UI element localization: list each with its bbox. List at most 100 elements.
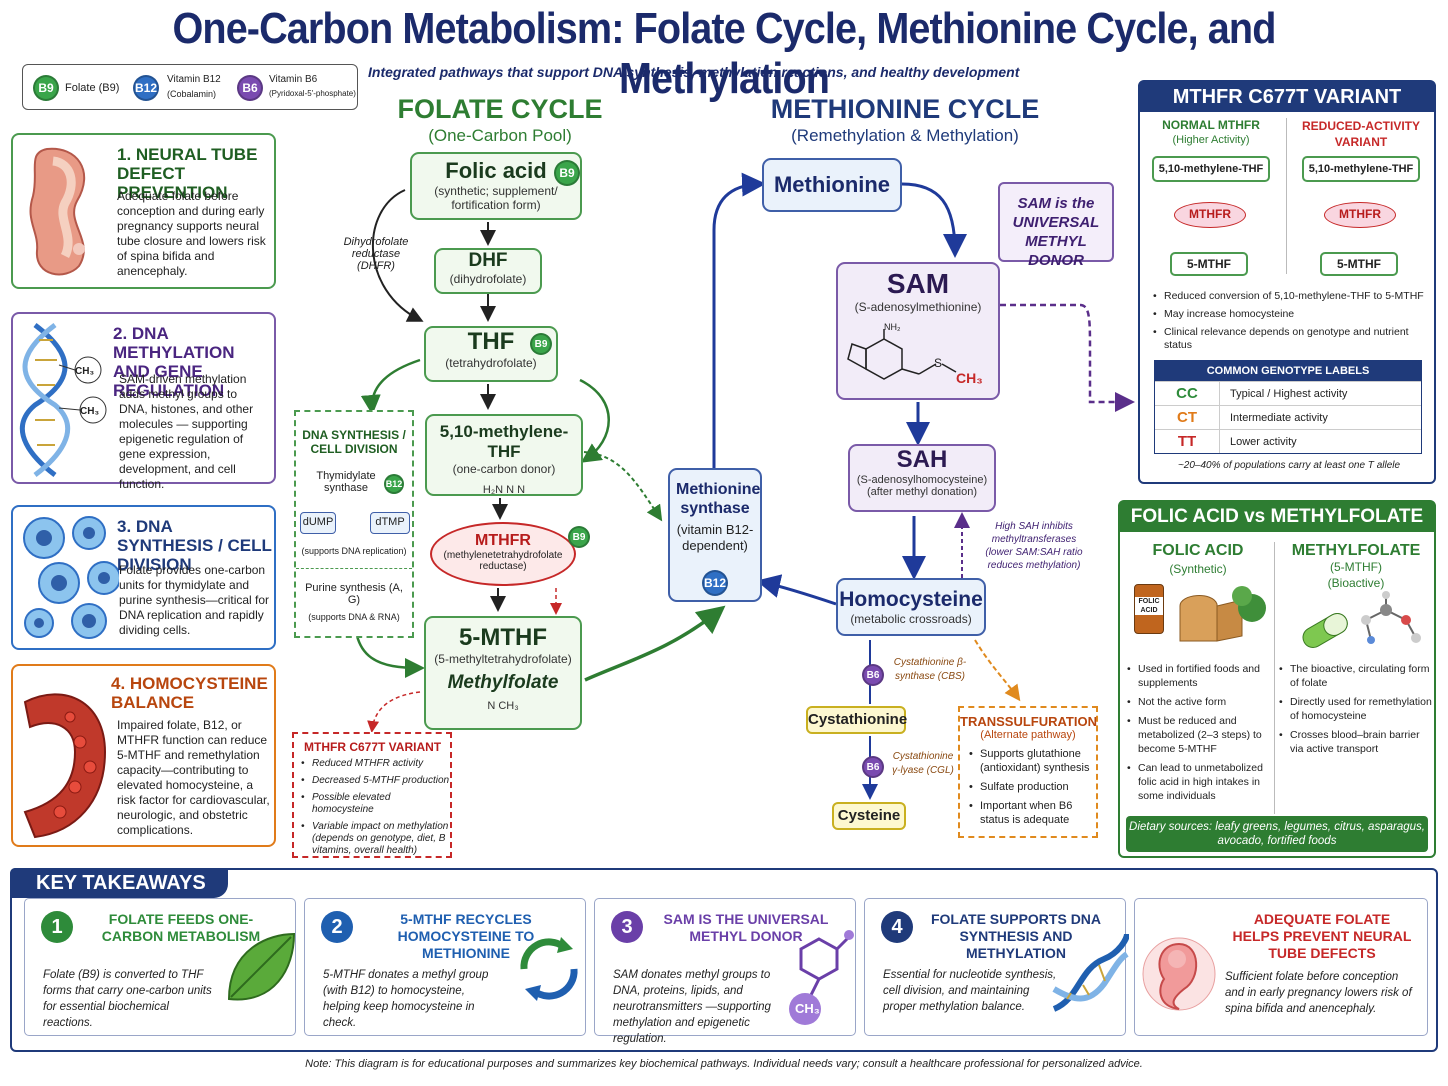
b9-badge: B9: [554, 160, 580, 186]
panel-title: 1. NEURAL TUBE DEFECT PREVENTION: [117, 145, 258, 202]
ch3-label: CH₃: [80, 406, 100, 417]
ch3-label: CH₃: [956, 370, 983, 386]
genotype-label: Lower activity: [1219, 430, 1421, 453]
enzyme-label: Thymidylate synthase: [316, 470, 376, 494]
node-mthfr[interactable]: MTHFR (methylenetetrahydrofolate reducta…: [430, 522, 576, 586]
takeaway-number: 3: [611, 911, 643, 943]
legend-sub-b12: (Cobalamin): [167, 89, 217, 99]
node-dhf[interactable]: DHF (dihydrofolate): [434, 248, 542, 294]
embryo-icon: [1142, 937, 1216, 1011]
legend-label-b12: Vitamin B12: [167, 74, 221, 85]
node-methionine[interactable]: Methionine: [762, 158, 902, 212]
node-cysteine[interactable]: Cysteine: [832, 802, 906, 830]
bread-icon: [1179, 586, 1266, 642]
list-item: Used in fortified foods and supplements: [1126, 662, 1270, 690]
vitamin-legend: B9 Folate (B9) B12 Vitamin B12 (Cobalami…: [22, 64, 358, 110]
panel-text: Folate provides one-carbon units for thy…: [119, 563, 270, 637]
panel-header: FOLIC ACID vs METHYLFOLATE: [1120, 502, 1434, 532]
takeaway-title: ADEQUATE FOLATE HELPS PREVENT NEURAL TUB…: [1232, 911, 1412, 961]
node-methylene-thf[interactable]: 5,10-methylene-THF (one-carbon donor) H₂…: [425, 414, 583, 496]
genotype-title: COMMON GENOTYPE LABELS: [1155, 361, 1421, 381]
box-title: DNA SYNTHESIS / CELL DIVISION: [302, 428, 406, 456]
list-item: Reduced MTHFR activity: [300, 758, 450, 770]
b9-badge: B9: [530, 333, 552, 355]
node-homocysteine[interactable]: Homocysteine (metabolic crossroads): [836, 578, 986, 636]
takeaway-text: 5-MTHF donates a methyl group (with B12)…: [323, 969, 489, 1029]
b6-badge: B6: [237, 75, 263, 101]
b6-badge: B6: [862, 756, 884, 778]
leaf-icon: [227, 932, 296, 1001]
panel-title: 4. HOMOCYSTEINE BALANCE: [111, 674, 268, 712]
takeaway-card: ADEQUATE FOLATE HELPS PREVENT NEURAL TUB…: [1134, 898, 1428, 1036]
node-desc: (metabolic crossroads): [850, 612, 972, 626]
blood-vessel-icon: [23, 693, 107, 839]
panel-homocysteine: 4. HOMOCYSTEINE BALANCE Impaired folate,…: [11, 664, 276, 847]
mthfr-variant-panel: MTHFR C677T VARIANT NORMAL MTHFR (Higher…: [1138, 80, 1436, 484]
genotype-label: Typical / Highest activity: [1219, 382, 1421, 405]
b9-badge: B9: [568, 526, 590, 548]
folic-vs-methylfolate-panel: FOLIC ACID vs METHYLFOLATE FOLIC ACID (S…: [1118, 500, 1436, 858]
node-folic-acid[interactable]: Folic acid (synthetic; supplement/ forti…: [410, 152, 582, 220]
node-name: MTHFR: [475, 532, 531, 549]
legend-label-b6: Vitamin B6: [269, 74, 318, 85]
panel-text: Adequate folate before conception and du…: [117, 189, 266, 278]
list-item: Possible elevated homocysteine: [300, 792, 450, 816]
node-sah[interactable]: SAH (S-adenosylhomocysteine) (after meth…: [848, 444, 996, 512]
panel-dna-methylation: CH₃ CH₃ 2. DNA METHYLATION AND GENE REGU…: [11, 312, 276, 491]
node-cystathionine[interactable]: Cystathionine: [806, 706, 907, 734]
dna-synthesis-box: DNA SYNTHESIS / CELL DIVISION Thymidylat…: [294, 410, 414, 638]
node-desc: (S-adenosylhomocysteine): [856, 474, 988, 486]
takeaway-text: Essential for nucleotide synthesis, cell…: [883, 969, 1057, 1013]
node-name: Homocysteine: [839, 588, 983, 611]
node-name: THF: [467, 328, 515, 355]
legend-label-folate: Folate (B9): [65, 82, 120, 94]
takeaway-title: SAM IS THE UNIVERSAL METHYL DONOR: [663, 911, 829, 944]
takeaways-title: KEY TAKEAWAYS: [10, 868, 228, 898]
list-item: Crosses blood–brain barrier via active t…: [1278, 728, 1432, 756]
genotype-row: CT Intermediate activity: [1155, 405, 1421, 429]
genotype-label: Intermediate activity: [1219, 406, 1421, 429]
capsule-icon: [1302, 613, 1348, 648]
cells-icon: [23, 516, 119, 639]
node-thf[interactable]: THF (tetrahydrofolate) B9: [424, 326, 558, 382]
folic-title: FOLIC ACID: [1152, 542, 1244, 559]
node-name: DHF: [468, 250, 508, 271]
transsulfuration-box: TRANSSULFURATION (Alternate pathway) Sup…: [958, 706, 1098, 838]
takeaway-card: 3 SAM IS THE UNIVERSAL METHYL DONOR SAM do…: [594, 898, 856, 1045]
takeaway-number: 2: [321, 911, 353, 943]
takeaway-number: 1: [41, 911, 73, 943]
flow-top-reduced: 5,10-methylene-THF: [1302, 156, 1420, 182]
methionine-cycle-title: METHIONINE CYCLE: [770, 94, 1040, 124]
takeaway-number: 4: [881, 911, 913, 943]
flow-bottom-normal: 5-MTHF: [1170, 252, 1248, 276]
takeaway-title: FOLATE SUPPORTS DNA SYNTHESIS AND METHYL…: [930, 911, 1102, 961]
dna-helix-icon: [19, 323, 107, 477]
list-item: Not the active form: [1126, 695, 1270, 709]
folic-list: Used in fortified foods and supplements …: [1126, 662, 1270, 808]
node-desc: (one-carbon donor): [452, 462, 556, 476]
note-line: METHYL DONOR: [1025, 233, 1087, 269]
genotype-code: CT: [1177, 409, 1197, 426]
box-title: TRANSSULFURATION: [960, 714, 1097, 729]
dump-box: dUMP: [300, 512, 336, 534]
list-item: Reduced conversion of 5,10-methylene-THF…: [1152, 290, 1432, 303]
methyl-title: METHYLFOLATE: [1291, 542, 1421, 559]
ch3-label: CH₃: [75, 366, 95, 377]
takeaway-text: SAM donates methyl groups to DNA, protei…: [613, 969, 771, 1045]
structure-label: H₂N N N: [482, 484, 526, 496]
node-methionine-synthase[interactable]: Methionine synthase (vitamin B12-depende…: [668, 468, 762, 602]
node-name: Methionine: [773, 172, 891, 197]
dietary-sources: Dietary sources: leafy greens, legumes, …: [1126, 816, 1428, 852]
structure-label: N CH₃: [487, 700, 519, 712]
list-item: Supports glutathione (antioxidant) synth…: [968, 747, 1092, 775]
sam-universal-note: SAM is the UNIVERSAL METHYL DONOR: [998, 182, 1114, 269]
node-desc: (tetrahydrofolate): [445, 356, 537, 370]
node-name: 5,10-methylene-THF: [439, 422, 569, 461]
page-subtitle: Integrated pathways that support DNA syn…: [368, 64, 1020, 80]
node-5-mthf[interactable]: 5-MTHF (5-methyltetrahydrofolate) Methyl…: [424, 616, 582, 730]
node-sam[interactable]: SAM (S-adenosylmethionine) NH₂ S CH₃: [836, 262, 1000, 400]
dna-helix-icon: [1052, 933, 1129, 1012]
node-name: SAM: [886, 268, 950, 299]
flow-top-normal: 5,10-methylene-THF: [1152, 156, 1270, 182]
